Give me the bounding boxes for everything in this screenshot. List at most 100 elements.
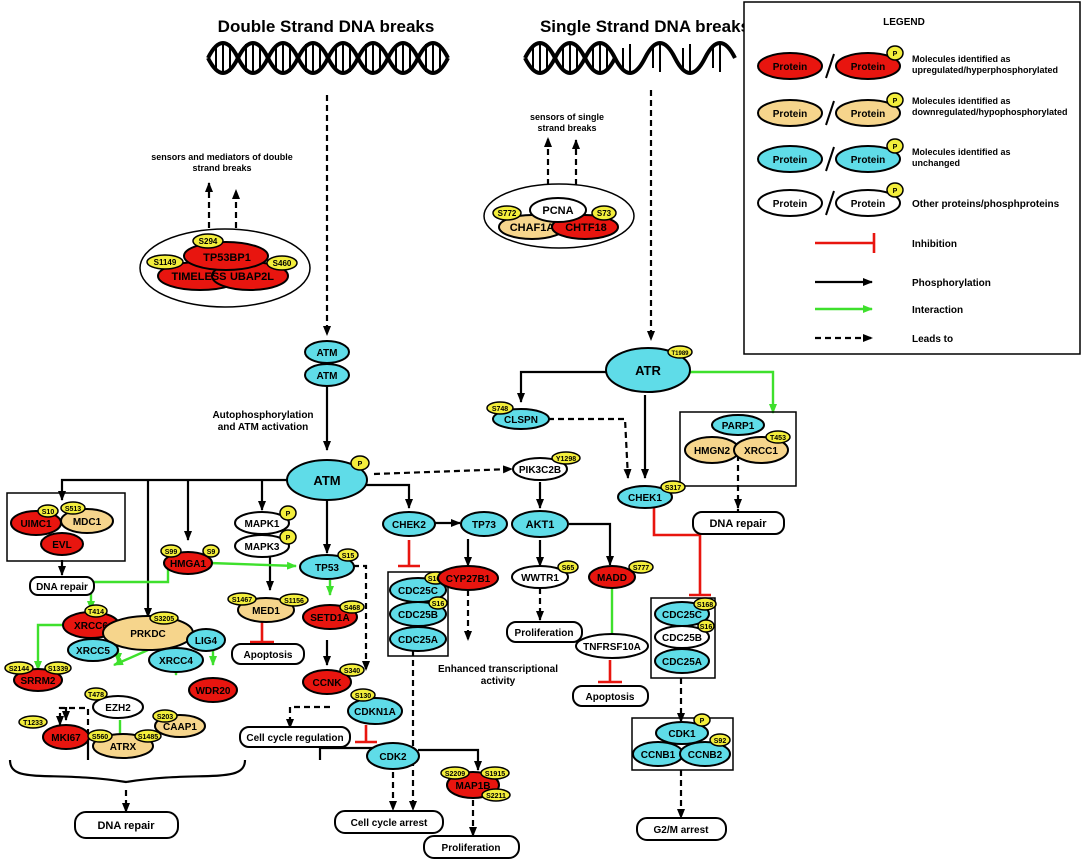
site-s65: S65 (562, 565, 575, 572)
madd-node: MADD S777 (588, 560, 654, 589)
autophos-label-1: Autophosphorylation (212, 410, 313, 421)
protein-cdc25c-1: CDC25C (398, 586, 438, 597)
legend-unch-phosphoprotein: Protein (851, 155, 885, 166)
phosphorylation-edges (58, 370, 649, 771)
protein-cyp27b1: CYP27B1 (446, 574, 491, 585)
legend-up-text-1: Molecules identified as (912, 54, 1011, 64)
protein-cdk2: CDK2 (379, 752, 407, 763)
chek2-node: CHEK2 (382, 511, 436, 537)
site-s1467: S1467 (232, 597, 252, 604)
protein-med1: MED1 (252, 606, 280, 617)
single-strand-dna-icon (523, 41, 737, 75)
autophos-label-2: and ATM activation (218, 422, 309, 433)
legend-other-protein: Protein (773, 199, 807, 210)
ccnk-node: CCNK S340 (302, 663, 365, 695)
legend-down-protein: Protein (773, 109, 807, 120)
enhanced-label-1: Enhanced transcriptional (438, 664, 558, 675)
cdc25-stack-atm: CDC25C CDC25B CDC25A S168 S16 (389, 571, 448, 652)
outcome-cell-cycle-arrest: Cell cycle arrest (351, 818, 428, 829)
mki67-node: MKI67 T1233 (18, 715, 90, 750)
leads-to-edges (56, 90, 742, 837)
site-s2144: S2144 (9, 666, 29, 673)
legend-phosphorylation-text: Phosphorylation (912, 278, 991, 289)
protein-pik3c2b: PIK3C2B (519, 465, 561, 476)
protein-mdc1: MDC1 (73, 517, 102, 528)
protein-ccnk: CCNK (313, 678, 343, 689)
srrm2-node: SRRM2 S2144 S1339 (4, 661, 72, 692)
protein-tnfrsf10a: TNFRSF10A (583, 642, 641, 653)
protein-cdc25a-1: CDC25A (398, 635, 438, 646)
legend-title: LEGEND (883, 17, 925, 28)
legend-up-text-2: upregulated/hyperphosphorylated (912, 65, 1058, 75)
outcome-boxes (29, 511, 785, 859)
protein-mapk1: MAPK1 (244, 519, 279, 530)
protein-cdc25b-2: CDC25B (662, 633, 702, 644)
tnfrsf10a-node: TNFRSF10A (575, 633, 649, 659)
protein-xrcc6: XRCC6 (74, 621, 108, 632)
dna-repair-brace (8, 759, 247, 784)
site-s460: S460 (273, 259, 292, 268)
protein-ezh2: EZH2 (105, 703, 131, 714)
caap1-node: CAAP1 S203 (152, 709, 206, 738)
site-t478: T478 (88, 692, 104, 699)
outcome-proliferation-wwtr1: Proliferation (515, 628, 574, 639)
protein-lig4: LIG4 (195, 636, 218, 647)
site-cdk1-p: P (700, 718, 705, 725)
protein-map1b: MAP1B (455, 781, 490, 792)
protein-cdc25a-2: CDC25A (662, 657, 702, 668)
cdk1-complex: CDK1 P CCNB1 CCNB2 S92 (632, 713, 731, 767)
inhibition-edges (250, 505, 711, 744)
protein-hmgn2: HMGN2 (694, 446, 731, 457)
uimc1-complex: UIMC1 MDC1 EVL S10 S513 (10, 501, 114, 556)
hmga1-node: HMGA1 S99 S9 (160, 544, 220, 575)
site-s168-1: S168 (428, 576, 444, 583)
tp73-node: TP73 (460, 511, 508, 537)
legend-interaction-text: Interaction (912, 305, 963, 316)
site-t1989: T1989 (671, 351, 689, 357)
wdr20-node: WDR20 (188, 677, 238, 703)
site-s777: S777 (633, 565, 649, 572)
protein-uimc1: UIMC1 (20, 519, 52, 530)
cyp27b1-node: CYP27B1 (437, 565, 499, 591)
outcome-g2m-arrest: G2/M arrest (653, 825, 709, 836)
legend-inhibition-text: Inhibition (912, 239, 957, 250)
legend-unch-protein: Protein (773, 155, 807, 166)
site-s168-2: S168 (697, 602, 713, 609)
protein-evl: EVL (52, 540, 71, 551)
site-s2209: S2209 (445, 771, 465, 778)
site-s513: S513 (65, 506, 81, 513)
legend-unch-text-2: unchanged (912, 158, 960, 168)
outcome-dna-repair-main: DNA repair (97, 820, 155, 832)
protein-ubap2l: UBAP2L (230, 271, 274, 283)
pik3c2b-node: PIK3C2B Y1298 (512, 451, 581, 481)
legend-other-p: P (893, 188, 898, 195)
map1b-node: MAP1B S2209 S1915 S2211 (440, 766, 511, 802)
site-s203: S203 (157, 714, 173, 721)
mapk-node: MAPK1 P MAPK3 P (234, 505, 297, 558)
legend-other-text: Other proteins/phosphproteins (912, 199, 1060, 210)
ezh2-node: EZH2 T478 (84, 687, 144, 719)
protein-ccnb1: CCNB1 (641, 750, 676, 761)
site-s99: S99 (165, 549, 178, 556)
protein-mki67: MKI67 (51, 733, 81, 744)
legend: LEGEND Protein Protein P Molecules ident… (743, 1, 1081, 355)
site-s294: S294 (199, 237, 218, 246)
dsb-sensors-label-2: strand breaks (192, 163, 251, 173)
site-t453: T453 (770, 435, 786, 442)
legend-leads-text: Leads to (912, 334, 953, 345)
ssb-title: Single Strand DNA breaks (540, 17, 750, 36)
legend-down-p: P (893, 98, 898, 105)
protein-tp53bp1: TP53BP1 (203, 252, 251, 264)
protein-atm-1: ATM (317, 348, 338, 359)
site-s748: S748 (492, 406, 508, 413)
parp1-complex: PARP1 HMGN2 XRCC1 T453 (684, 414, 791, 464)
protein-hmga1: HMGA1 (170, 559, 207, 570)
protein-atm-2: ATM (317, 371, 338, 382)
site-s73: S73 (597, 209, 612, 218)
protein-chek1: CHEK1 (628, 493, 662, 504)
site-s16-2: S16 (700, 624, 713, 631)
setd1a-node: SETD1A S468 (302, 600, 365, 630)
outcome-proliferation-map1b: Proliferation (442, 843, 501, 854)
site-atm-p: P (358, 461, 363, 468)
protein-clspn: CLSPN (504, 415, 538, 426)
